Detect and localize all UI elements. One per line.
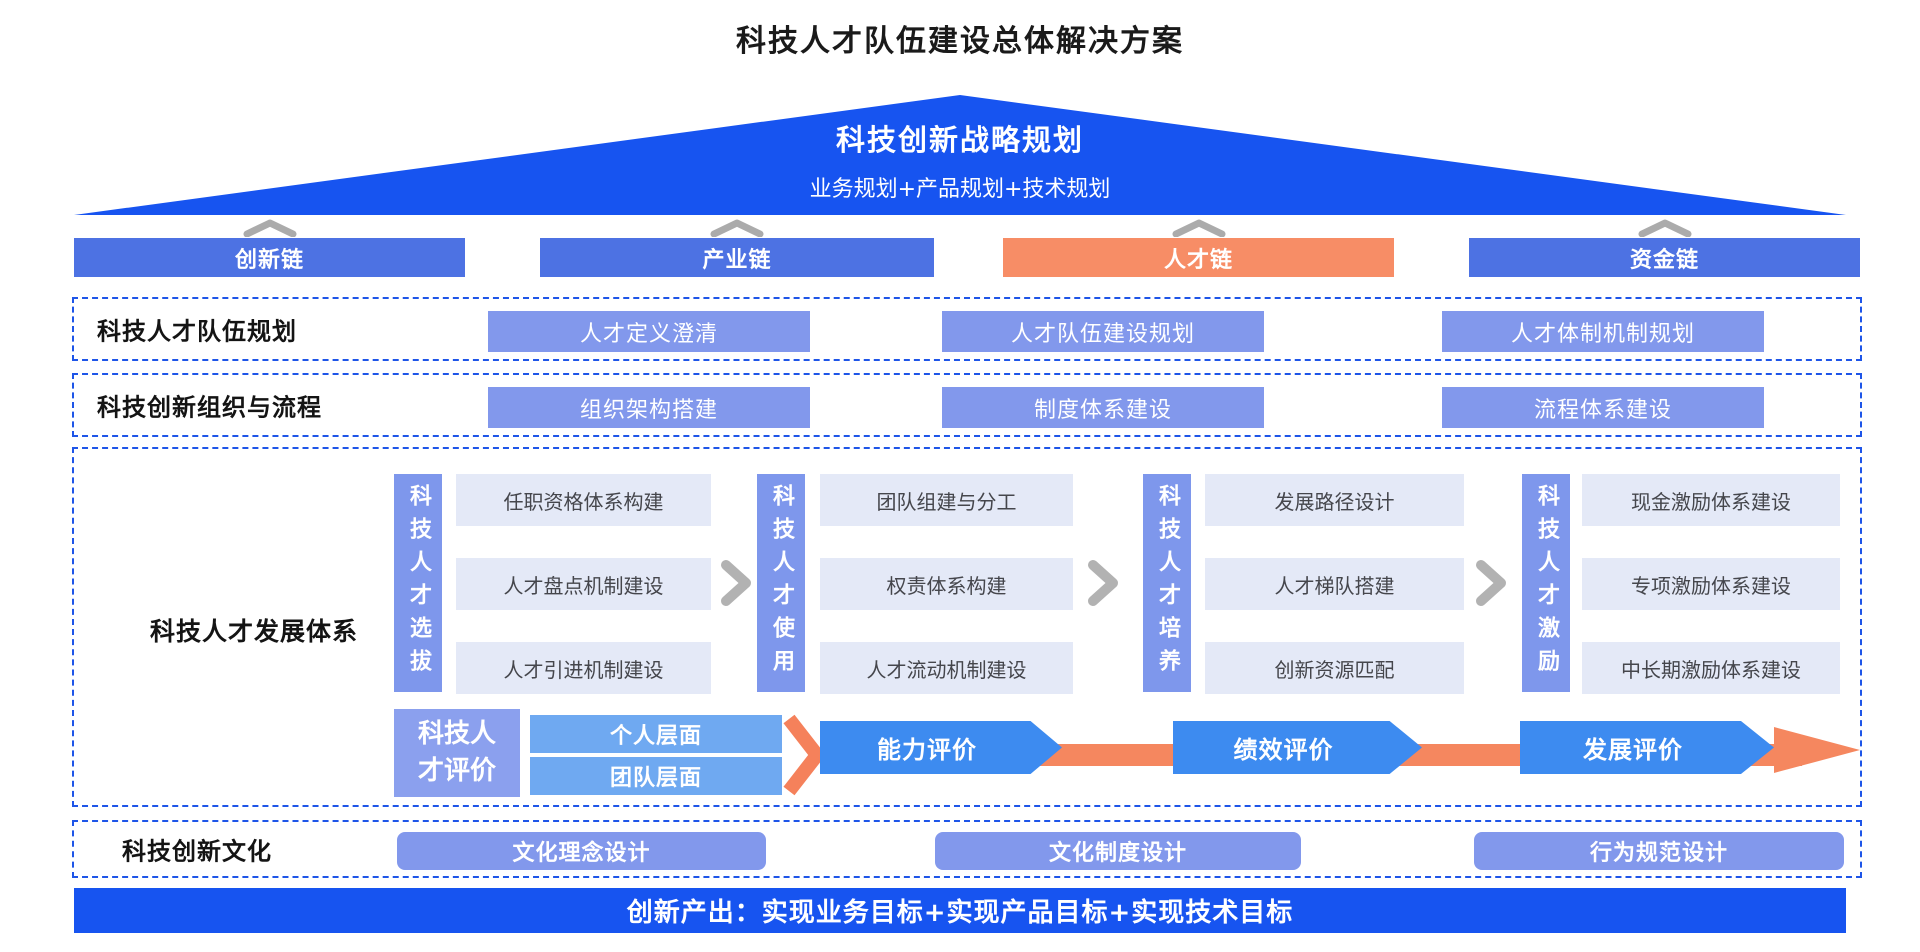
chevron-up-icon: [1638, 219, 1692, 237]
dev-item: 中长期激励体系建设: [1582, 642, 1840, 694]
evaluation-level: 团队层面: [530, 757, 782, 795]
dev-item: 创新资源匹配: [1205, 642, 1464, 694]
culture-item: 行为规范设计: [1474, 832, 1844, 870]
chain-bar-industry: 产业链: [540, 238, 934, 277]
dev-item: 人才流动机制建设: [820, 642, 1073, 694]
culture-item: 文化制度设计: [935, 832, 1301, 870]
chevron-right-icon: [721, 560, 751, 606]
dev-group-cultivation-label: 科技人才培养: [1143, 474, 1191, 692]
dev-item: 人才盘点机制建设: [456, 558, 711, 610]
dev-item: 专项激励体系建设: [1582, 558, 1840, 610]
dev-group-incentive-label: 科技人才激励: [1522, 474, 1570, 692]
chain-bar-talent: 人才链: [1003, 238, 1394, 277]
flow-arrowhead-icon: [1774, 727, 1860, 773]
chain-bar-innovation: 创新链: [74, 238, 465, 277]
planning-item: 人才定义澄清: [488, 311, 810, 352]
culture-item: 文化理念设计: [397, 832, 766, 870]
dev-group-selection-label: 科技人才选拔: [394, 474, 442, 692]
planning-item: 人才队伍建设规划: [942, 311, 1264, 352]
section-talent-planning: 科技人才队伍规划 人才定义澄清 人才队伍建设规划 人才体制机制规划: [72, 297, 1862, 361]
innovation-output-bar: 创新产出：实现业务目标+实现产品目标+实现技术目标: [74, 888, 1846, 933]
evaluation-level: 个人层面: [530, 715, 782, 753]
dev-group-usage-label: 科技人才使用: [757, 474, 805, 692]
orange-chevron-icon: [783, 714, 824, 796]
chain-bar-capital: 资金链: [1469, 238, 1860, 277]
chevron-up-icon: [1172, 219, 1226, 237]
dev-item: 人才引进机制建设: [456, 642, 711, 694]
section-label: 科技创新文化: [122, 837, 272, 866]
evaluation-stage: 能力评价: [820, 721, 1062, 774]
strategy-title: 科技创新战略规划: [835, 123, 1084, 157]
organization-item: 制度体系建设: [942, 387, 1264, 428]
dev-item: 权责体系构建: [820, 558, 1073, 610]
strategy-subtitle: 业务规划+产品规划+技术规划: [809, 177, 1111, 202]
section-label: 科技创新组织与流程: [97, 393, 322, 422]
dev-item: 人才梯队搭建: [1205, 558, 1464, 610]
dev-item: 发展路径设计: [1205, 474, 1464, 526]
evaluation-stage: 发展评价: [1520, 721, 1774, 774]
chevron-up-icon: [243, 219, 297, 237]
evaluation-label-box: 科技人才评价: [394, 709, 520, 797]
section-organization-process: 科技创新组织与流程 组织架构搭建 制度体系建设 流程体系建设: [72, 373, 1862, 437]
organization-item: 流程体系建设: [1442, 387, 1764, 428]
dev-item: 现金激励体系建设: [1582, 474, 1840, 526]
section-label: 科技人才发展体系: [149, 617, 358, 646]
organization-item: 组织架构搭建: [488, 387, 810, 428]
page-title: 科技人才队伍建设总体解决方案: [736, 24, 1184, 59]
section-innovation-culture: 科技创新文化 文化理念设计 文化制度设计 行为规范设计: [72, 820, 1862, 878]
strategy-triangle: 科技创新战略规划 业务规划+产品规划+技术规划: [74, 95, 1846, 215]
chevron-right-icon: [1088, 560, 1118, 606]
chevron-right-icon: [1476, 560, 1506, 606]
planning-item: 人才体制机制规划: [1442, 311, 1764, 352]
dev-item: 任职资格体系构建: [456, 474, 711, 526]
evaluation-stage: 绩效评价: [1173, 721, 1422, 774]
dev-item: 团队组建与分工: [820, 474, 1073, 526]
chevron-up-icon: [710, 219, 764, 237]
section-label: 科技人才队伍规划: [97, 317, 297, 346]
section-talent-development: 科技人才发展体系 科技人才选拔 任职资格体系构建 人才盘点机制建设 人才引进机制…: [72, 447, 1862, 807]
